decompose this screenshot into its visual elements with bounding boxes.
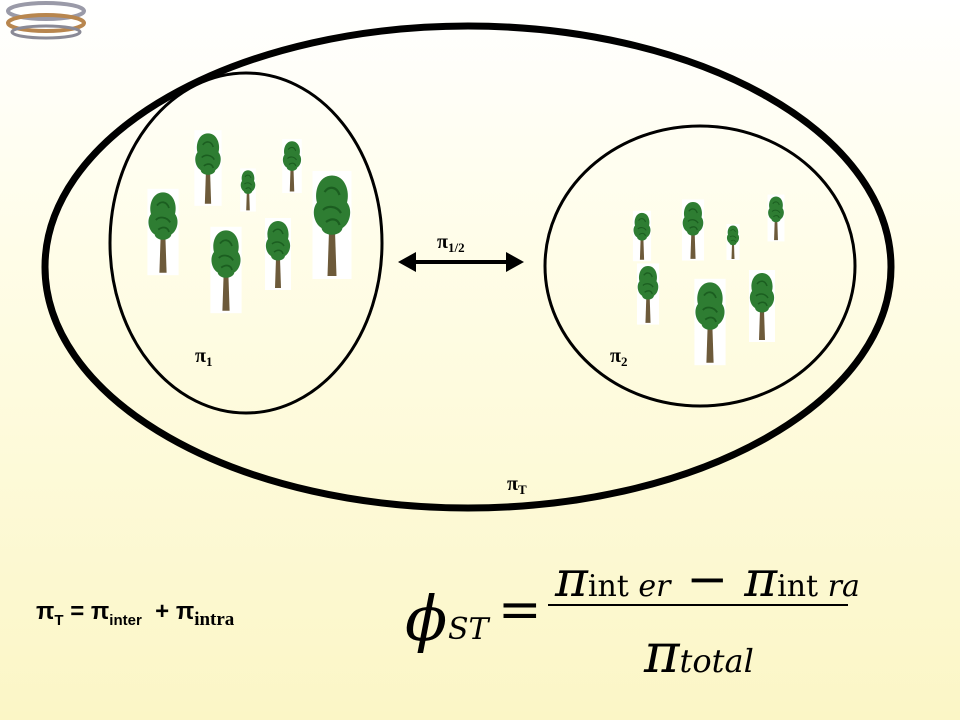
population-2-ellipse: [543, 124, 857, 408]
population-2-trees: [632, 194, 785, 367]
fraction-numerator: πint er − πint ra: [555, 550, 860, 608]
tree-icon: [681, 198, 705, 262]
tree-icon: [767, 194, 785, 242]
tree-icon: [726, 223, 740, 261]
fraction-denominator: πtotal: [644, 622, 754, 685]
pi-1-label: π1: [195, 345, 213, 369]
tree-icon: [209, 225, 243, 315]
equals-sign: =: [498, 580, 542, 640]
dna-helix-icon: [6, 1, 86, 40]
tree-icon: [146, 187, 180, 277]
population-1-trees: [146, 129, 353, 315]
fraction-bar: [548, 604, 848, 606]
tree-icon: [311, 169, 353, 281]
phi-symbol: ϕ: [405, 582, 448, 655]
tree-icon: [636, 262, 660, 326]
tree-icon: [193, 129, 223, 207]
pi-total-label: πT: [507, 473, 527, 497]
pi-2-label: π2: [610, 345, 628, 369]
tree-icon: [748, 269, 776, 343]
pi-between-label: π1/2: [437, 231, 465, 255]
tree-icon: [239, 167, 257, 213]
total-population-ellipse: [41, 22, 895, 512]
tree-icon: [632, 210, 652, 262]
diversity-partition-equation: πT = πinter + πintra: [36, 598, 235, 630]
phi-subscript: ST: [448, 612, 489, 647]
tree-icon: [693, 277, 727, 367]
population-1-ellipse: [108, 71, 384, 415]
tree-icon: [281, 138, 303, 194]
between-population-arrow: [398, 252, 524, 272]
tree-icon: [264, 217, 292, 291]
